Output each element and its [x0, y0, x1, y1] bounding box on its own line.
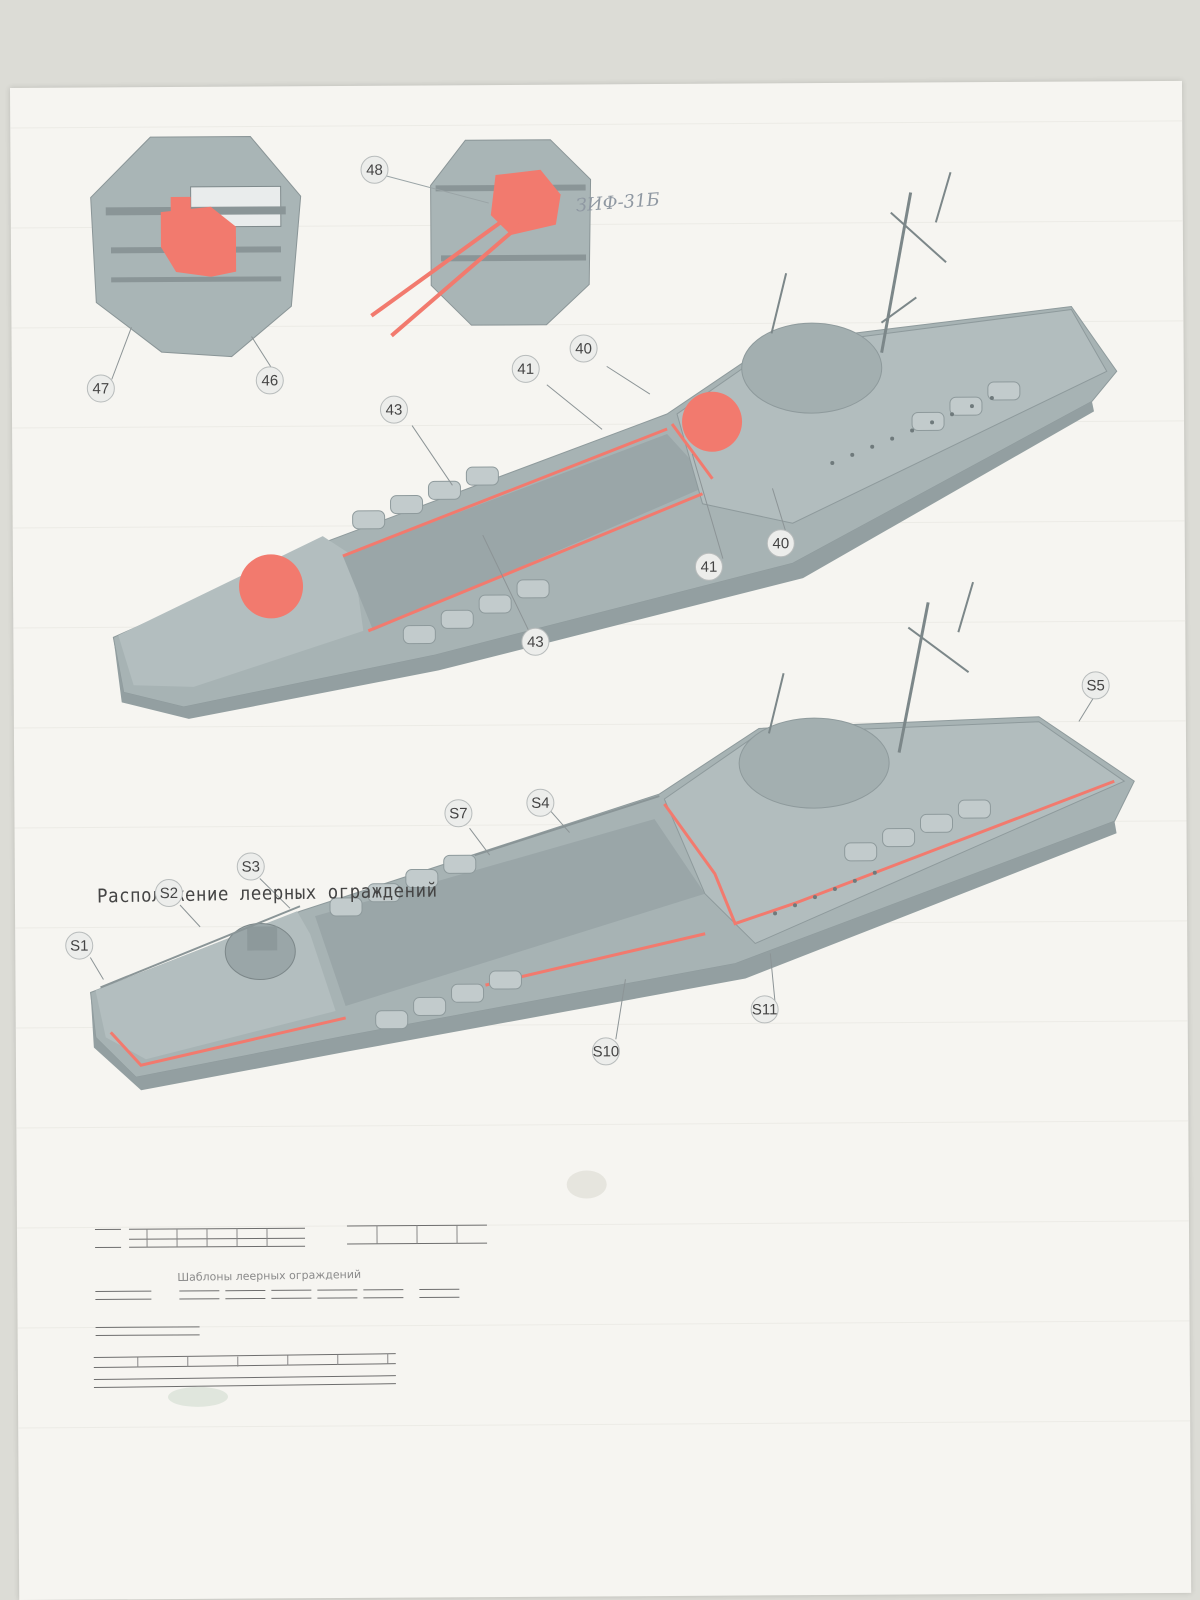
callout-s1: S1: [65, 931, 94, 960]
sheet-drawing: [10, 120, 1191, 1429]
callout-s7: S7: [444, 799, 473, 828]
callout-48: 48: [360, 155, 389, 184]
callout-43-lower: 43: [521, 627, 550, 656]
callout-s5: S5: [1081, 671, 1110, 700]
lower-ship-leaders: [89, 697, 1095, 1040]
callout-47: 47: [86, 374, 115, 403]
callout-s4: S4: [526, 788, 555, 817]
callout-s10: S10: [591, 1037, 620, 1066]
paper-stain: [566, 1170, 607, 1199]
callout-41-upper: 41: [511, 354, 540, 383]
paper-stain: [167, 1386, 228, 1407]
callout-s3: S3: [236, 852, 265, 881]
rail-templates: [93, 1224, 488, 1389]
callout-40-lower: 40: [766, 529, 795, 558]
ship-lower-view: [89, 581, 1135, 1091]
inset-leaders: [111, 327, 275, 380]
detail-inset-gun-mount: [370, 139, 592, 338]
callout-41-lower: 41: [694, 552, 724, 581]
callout-46: 46: [255, 366, 284, 395]
detail-inset-bridge: [90, 136, 302, 358]
callout-s11: S11: [750, 995, 779, 1024]
callout-s2: S2: [154, 878, 184, 908]
callout-43-upper: 43: [379, 395, 409, 424]
instruction-sheet: ЗИФ-31Б Расположение леерных ограждений …: [10, 80, 1192, 1600]
ship-upper-view: [112, 171, 1118, 719]
rail-template-stanchions: [137, 1225, 458, 1368]
callout-40-upper: 40: [569, 334, 598, 363]
